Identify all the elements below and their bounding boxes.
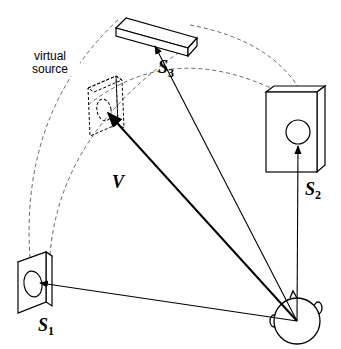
direction-arrows (40, 46, 298, 321)
speaker-s3 (116, 18, 197, 56)
speaker-label: S3 (158, 58, 174, 76)
speaker-s1 (18, 252, 52, 313)
annotation-label: virtual source (20, 50, 80, 76)
speaker-s2 (266, 86, 325, 172)
vector-label: V (112, 173, 124, 191)
speaker-label: S2 (305, 180, 321, 198)
speaker-label: S1 (38, 316, 54, 334)
virtual-speaker (88, 76, 124, 136)
